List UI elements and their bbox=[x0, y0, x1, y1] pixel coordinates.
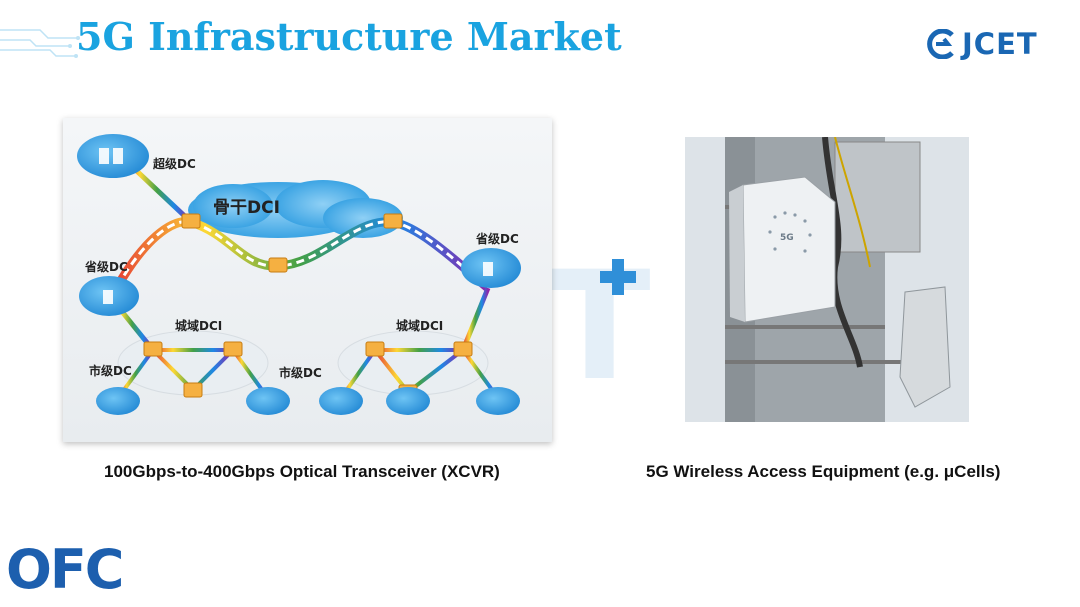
circuit-decoration bbox=[0, 29, 80, 58]
backbone-dci-label: 骨干DCI bbox=[213, 198, 280, 218]
city-dc-left-label: 市级DC bbox=[89, 363, 132, 378]
ofc-logo: OFC bbox=[6, 538, 124, 601]
right-caption: 5G Wireless Access Equipment (e.g. μCell… bbox=[646, 462, 1001, 481]
super-dc-label: 超级DC bbox=[152, 156, 196, 171]
brand-logo: JCET bbox=[922, 24, 1038, 64]
network-diagram-image: 骨干DCI 超级DC 省级DC 省级DC 城域DCI 城域DCI 市级DC 市级… bbox=[63, 118, 552, 442]
metro-dci-right-label: 城域DCI bbox=[396, 318, 443, 333]
province-dc-right-label: 省级DC bbox=[475, 231, 519, 246]
small-cell-unit: 5G bbox=[729, 176, 836, 323]
device-badge: 5G bbox=[780, 233, 794, 243]
city-dc-right-label: 市级DC bbox=[279, 365, 322, 380]
metro-dci-left-label: 城域DCI bbox=[175, 318, 222, 333]
plus-icon bbox=[600, 259, 636, 295]
jcet-logo-icon bbox=[927, 29, 954, 59]
brand-name: JCET bbox=[962, 27, 1038, 61]
province-dc-left-label: 省级DC bbox=[84, 259, 128, 274]
backbone-cloud bbox=[188, 180, 403, 238]
small-cell-photo: 5G bbox=[685, 137, 969, 422]
page-title: 5G Infrastructure Market bbox=[76, 14, 622, 59]
left-caption: 100Gbps-to-400Gbps Optical Transceiver (… bbox=[104, 462, 500, 481]
